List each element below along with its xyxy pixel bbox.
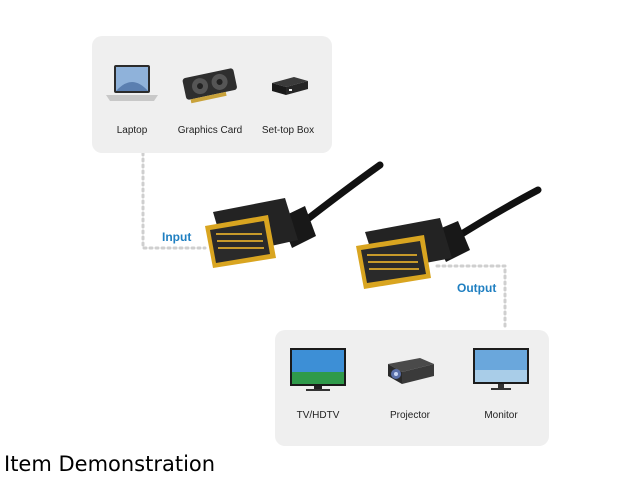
display-label: Monitor (484, 410, 518, 421)
graphics-card-icon (180, 61, 240, 109)
display-label: Projector (389, 410, 430, 421)
display-label: TV/HDTV (296, 410, 340, 421)
projector-icon (380, 346, 440, 394)
monitor-icon (471, 346, 531, 394)
source-laptop: Laptop (92, 61, 172, 136)
source-label: Laptop (116, 125, 148, 136)
source-devices-panel: Laptop Graphics Card Set-top Box (92, 36, 332, 153)
output-label: Output (457, 281, 497, 295)
source-graphics-card: Graphics Card (170, 61, 250, 136)
display-projector: Projector (370, 346, 450, 421)
input-label: Input (162, 230, 192, 244)
source-label: Graphics Card (177, 125, 243, 136)
source-label: Set-top Box (261, 125, 315, 136)
source-set-top-box: Set-top Box (248, 61, 328, 136)
display-tv: TV/HDTV (278, 346, 358, 421)
display-devices-panel: TV/HDTV Projector Monitor (275, 330, 549, 446)
input-dvi-connector (205, 161, 384, 268)
item-demonstration-caption: Item Demonstration (4, 452, 216, 476)
display-monitor: Monitor (461, 346, 541, 421)
laptop-icon (102, 61, 162, 109)
tv-icon (288, 346, 348, 394)
set-top-box-icon (258, 61, 318, 109)
output-dvi-connector (356, 186, 542, 289)
